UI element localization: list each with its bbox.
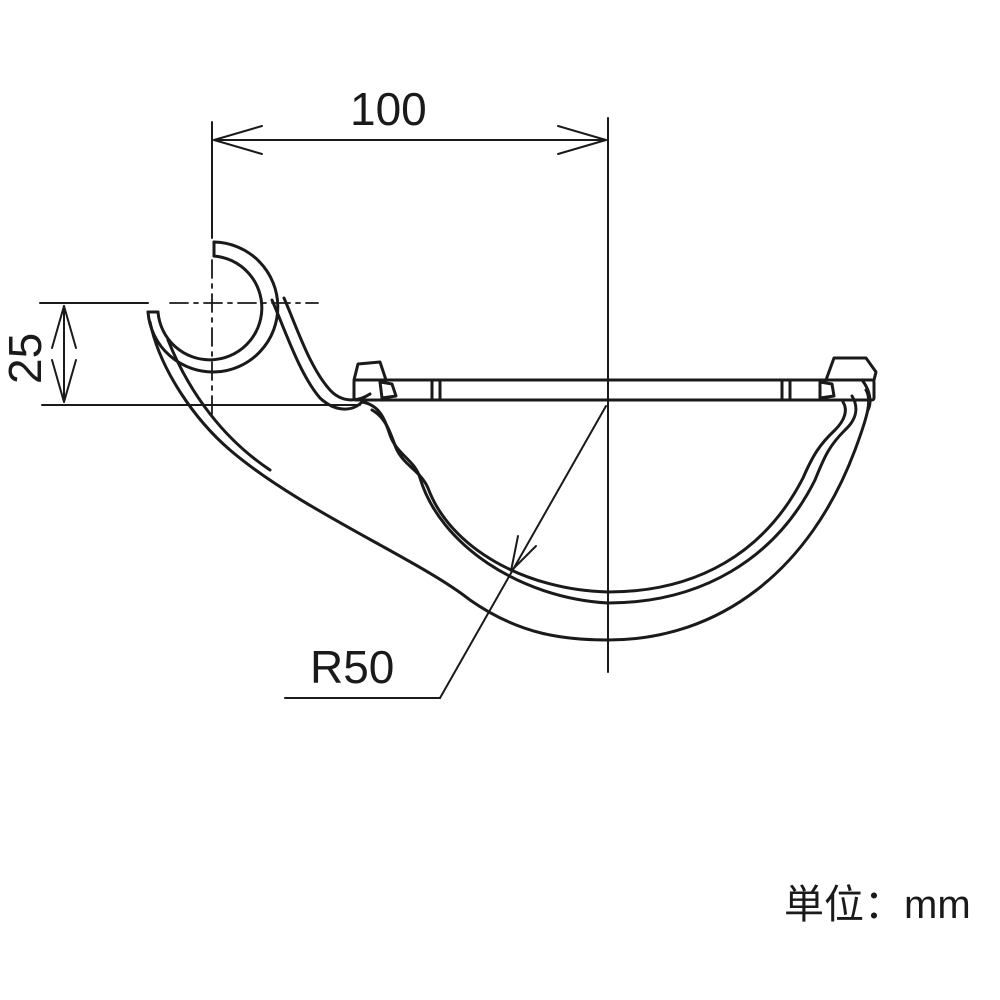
bracket-body (148, 296, 871, 642)
extension-lines (39, 117, 609, 673)
radius-dimension-label: R50 (310, 641, 395, 693)
width-dimension-label: 100 (350, 83, 427, 135)
rim-bar (352, 356, 878, 412)
gutter-bowl (360, 394, 858, 605)
height-dimension-label: 25 (0, 332, 51, 384)
height-dimension-line (51, 305, 77, 403)
hook-profile (146, 240, 280, 374)
center-lines (169, 259, 319, 421)
width-dimension-line (213, 125, 607, 155)
unit-note: 単位：mm (784, 883, 971, 927)
